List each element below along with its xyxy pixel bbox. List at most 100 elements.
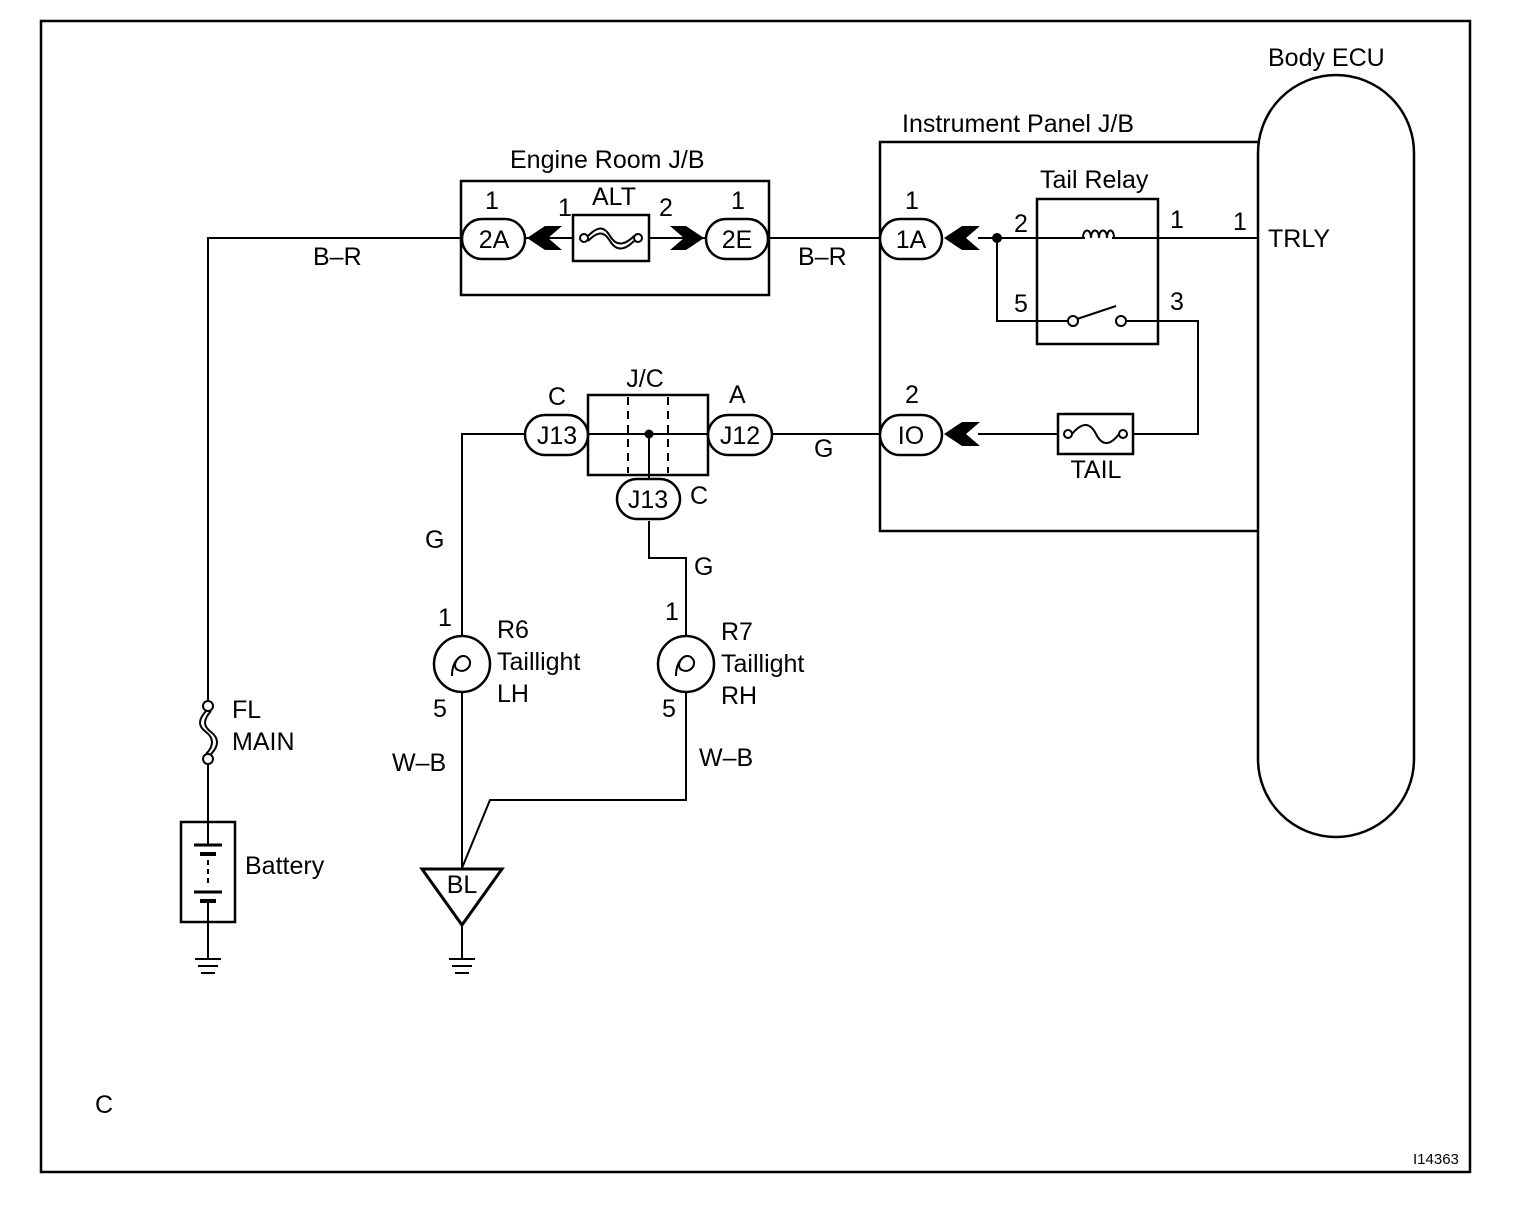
instrument-panel-jb: Instrument Panel J/B 1A 1 IO 2 Tail Rela…	[878, 110, 1258, 533]
junction-connector: J/C J13 C J12 A J13 C	[523, 365, 774, 521]
fl-main-label-line2: MAIN	[232, 728, 295, 756]
connector-io	[878, 413, 944, 457]
connector-j12-letter: A	[729, 381, 746, 409]
alt-fuse-icon-2	[587, 232, 635, 250]
taillight-rh: 1 5 R7 Taillight RH	[656, 598, 804, 723]
wire-g-rh	[648, 521, 687, 638]
tail-relay-pin-2: 2	[1014, 210, 1028, 238]
ground-bl-label: BL	[447, 871, 478, 899]
connector-2e	[704, 217, 770, 261]
taillight-lh-name: Taillight	[497, 648, 580, 676]
jc-splice-dot	[644, 429, 654, 439]
alt-fuse-pin-right: 2	[659, 194, 673, 222]
connector-1a-arrow	[944, 226, 980, 250]
connector-2a-arrow	[527, 226, 562, 250]
fl-main-link-icon	[199, 710, 213, 755]
wire-br-left	[207, 237, 462, 700]
alt-fuse-icon	[587, 227, 635, 245]
wire-color-g-io: G	[814, 435, 833, 463]
connector-2a-label: 2A	[479, 226, 510, 254]
connector-io-label: IO	[898, 422, 924, 450]
splice-dot	[992, 233, 1002, 243]
tail-relay-label: Tail Relay	[1040, 166, 1149, 194]
taillight-rh-name: Taillight	[721, 650, 804, 678]
instrument-panel-jb-box	[878, 140, 1258, 533]
taillight-lh-filament-icon	[451, 655, 472, 677]
fl-main-link-icon-2	[204, 710, 218, 755]
jc-label: J/C	[626, 365, 664, 393]
connector-j12	[706, 413, 774, 457]
connector-j13-bottom-letter: C	[690, 482, 708, 510]
ground-bl: BL	[419, 867, 505, 974]
wire-g-lh	[461, 433, 525, 638]
taillight-lh-bulb	[432, 634, 492, 694]
taillight-lh-pin-bottom: 5	[433, 695, 447, 723]
taillight-rh-id: R7	[721, 618, 753, 646]
tail-relay-box	[1035, 197, 1160, 346]
connector-io-pin: 2	[905, 381, 919, 409]
connector-2a-pin: 1	[485, 187, 499, 215]
tail-relay-pin-3: 3	[1170, 288, 1184, 316]
ground-bl-triangle	[419, 867, 505, 928]
wire-color-g-rh: G	[694, 553, 713, 581]
taillight-lh-id: R6	[497, 616, 529, 644]
tail-fuse-end-right	[1118, 429, 1128, 439]
wire-color-wb-lh: W–B	[392, 749, 446, 777]
battery-label: Battery	[245, 852, 325, 880]
body-ecu-box	[1256, 73, 1416, 839]
body-ecu-label: Body ECU	[1268, 44, 1385, 72]
engine-room-jb-label: Engine Room J/B	[510, 146, 705, 174]
fl-main-end-bottom	[202, 753, 214, 765]
fl-main-end-top	[202, 700, 214, 712]
wires	[207, 237, 1258, 958]
connector-j13-bottom	[615, 477, 682, 521]
taillight-lh-side: LH	[497, 680, 529, 708]
tail-relay-pin-5: 5	[1014, 290, 1028, 318]
diagram-frame	[39, 19, 1472, 1174]
taillight-rh-bulb	[656, 634, 716, 694]
connector-j12-label: J12	[720, 422, 760, 450]
figure-id: I14363	[1413, 1151, 1459, 1168]
relay-switch-arm-icon	[1076, 305, 1117, 320]
connector-1a-label: 1A	[896, 226, 927, 254]
tail-fuse-box	[1056, 412, 1135, 456]
body-ecu-terminal-trly: TRLY	[1268, 225, 1330, 253]
alt-fuse-end-right	[633, 233, 643, 243]
fl-main-fuse: FL MAIN	[199, 696, 295, 765]
tail-fuse-label: TAIL	[1071, 456, 1122, 484]
taillight-lh-pin-top: 1	[438, 604, 452, 632]
alt-fuse-label: ALT	[592, 183, 636, 211]
connector-2e-arrow	[670, 226, 704, 250]
connector-j13-left-label: J13	[537, 422, 577, 450]
connector-j13-left-letter: C	[548, 383, 566, 411]
connector-2e-label: 2E	[722, 226, 753, 254]
taillight-rh-filament-icon	[675, 655, 696, 677]
engine-room-jb: Engine Room J/B 2A 1 ALT 1 2 2E 1	[459, 146, 771, 297]
wire-color-br-left: B–R	[313, 243, 362, 271]
connector-j13-bottom-label: J13	[628, 486, 668, 514]
wire-color-g-lh: G	[425, 526, 444, 554]
connector-2e-pin: 1	[731, 187, 745, 215]
taillight-rh-side: RH	[721, 682, 757, 710]
wire-pin3-tail	[1122, 320, 1199, 435]
tail-fuse-end-left	[1063, 429, 1073, 439]
tail-fuse-icon	[1071, 424, 1120, 444]
tail-relay-pin-1: 1	[1170, 206, 1184, 234]
connector-io-arrow	[944, 422, 980, 446]
taillight-rh-pin-bottom: 5	[662, 695, 676, 723]
relay-contact-right	[1115, 315, 1127, 327]
fl-main-label-line1: FL	[232, 696, 261, 724]
instrument-panel-jb-label: Instrument Panel J/B	[902, 110, 1134, 138]
alt-fuse-box	[571, 213, 651, 263]
connector-2a	[460, 217, 527, 261]
body-ecu-pin: 1	[1233, 208, 1247, 236]
wire-color-wb-rh: W–B	[699, 744, 753, 772]
connector-j13-left	[523, 413, 590, 457]
relay-coil-icon	[1082, 229, 1115, 239]
corner-letter: C	[95, 1091, 113, 1119]
taillight-lh: 1 5 R6 Taillight LH	[432, 604, 580, 723]
body-ecu: Body ECU 1 TRLY	[1233, 44, 1416, 839]
wire-color-br-right: B–R	[798, 243, 847, 271]
alt-fuse-pin-left: 1	[558, 194, 572, 222]
